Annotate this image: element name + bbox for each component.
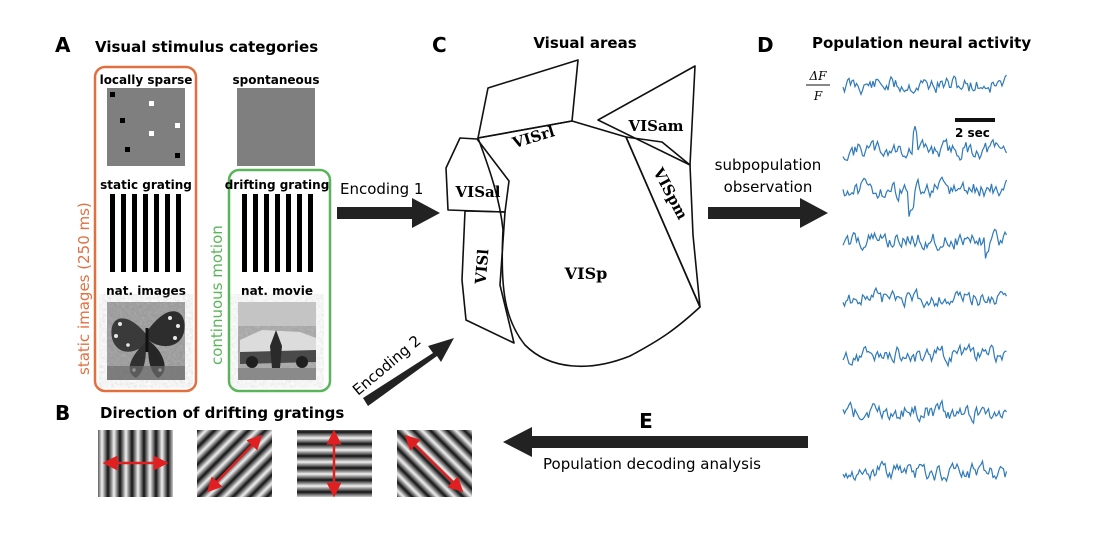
spontaneous-image — [237, 88, 315, 166]
panel-b-letter: B — [55, 401, 70, 425]
neural-trace-1 — [842, 74, 1007, 96]
neural-trace-2 — [842, 125, 1008, 161]
label-drifting-grating: drifting grating — [225, 178, 330, 192]
label-nat-images: nat. images — [106, 284, 186, 298]
area-visrl — [477, 59, 579, 139]
panel-d: D Population neural activity ΔF F 2 sec — [757, 33, 1031, 483]
dff-numerator: ΔF — [809, 69, 828, 83]
panel-c-letter: C — [432, 33, 447, 57]
label-visp: VISp — [564, 264, 608, 283]
movie-still — [238, 302, 316, 380]
panel-a: A Visual stimulus categories static imag… — [55, 33, 332, 393]
locally-sparse-image — [107, 88, 185, 166]
panel-a-letter: A — [55, 33, 71, 57]
encoding-1-label: Encoding 1 — [340, 180, 423, 198]
grating-direction-90 — [297, 429, 372, 498]
label-visam: VISam — [627, 117, 683, 135]
neural-traces — [842, 74, 1008, 483]
arrow-subpopulation: subpopulation observation — [708, 156, 828, 228]
label-visl: VISl — [471, 248, 492, 286]
butterfly-photo — [107, 302, 185, 380]
label-nat-movie: nat. movie — [241, 284, 313, 298]
label-vispm: VISpm — [649, 164, 692, 223]
neural-trace-8 — [842, 459, 1008, 483]
subpopulation-label-line1: subpopulation — [715, 156, 822, 174]
label-spontaneous: spontaneous — [233, 73, 320, 87]
grating-direction-45 — [197, 430, 272, 497]
label-locally-sparse: locally sparse — [100, 73, 193, 87]
label-visrl: VISrl — [509, 122, 557, 152]
subpopulation-label-line2: observation — [724, 178, 813, 196]
arrow-decoding: E Population decoding analysis — [503, 409, 808, 473]
neural-trace-3 — [842, 176, 1008, 217]
grating-direction-0 — [98, 430, 173, 497]
panel-c: C Visual areas VISrl VISam VISal VISpm V… — [432, 33, 701, 367]
label-visal: VISal — [455, 183, 501, 201]
panel-c-title: Visual areas — [533, 34, 636, 52]
static-images-frame — [93, 65, 198, 393]
label-static-grating: static grating — [100, 178, 192, 192]
panel-e-letter: E — [639, 409, 653, 433]
decoding-label: Population decoding analysis — [543, 455, 761, 473]
panel-b: B Direction of drifting gratings — [55, 401, 472, 498]
arrow-encoding-1: Encoding 1 — [337, 180, 440, 228]
panel-b-title: Direction of drifting gratings — [100, 404, 344, 422]
continuous-motion-frame — [227, 168, 332, 393]
panel-d-letter: D — [757, 33, 774, 57]
area-visl — [461, 210, 515, 344]
area-visp — [477, 120, 701, 367]
neural-trace-7 — [842, 399, 1007, 425]
neural-trace-6 — [842, 342, 1007, 368]
motion-group-label: continuous motion — [208, 225, 226, 365]
static-group-label: static images (250 ms) — [75, 202, 93, 375]
static-grating-image — [107, 194, 185, 272]
neural-trace-5 — [842, 286, 1008, 310]
panel-a-title: Visual stimulus categories — [95, 38, 318, 56]
panel-d-title: Population neural activity — [812, 34, 1031, 52]
grating-direction-135 — [397, 430, 472, 497]
neural-trace-4 — [842, 228, 1008, 259]
arrow-encoding-2: Encoding 2 — [349, 332, 454, 406]
drifting-grating-image — [238, 194, 316, 272]
time-scale-label: 2 sec — [955, 126, 990, 140]
dff-denominator: F — [813, 89, 823, 103]
area-visam — [597, 65, 696, 166]
visual-area-map — [445, 59, 701, 367]
